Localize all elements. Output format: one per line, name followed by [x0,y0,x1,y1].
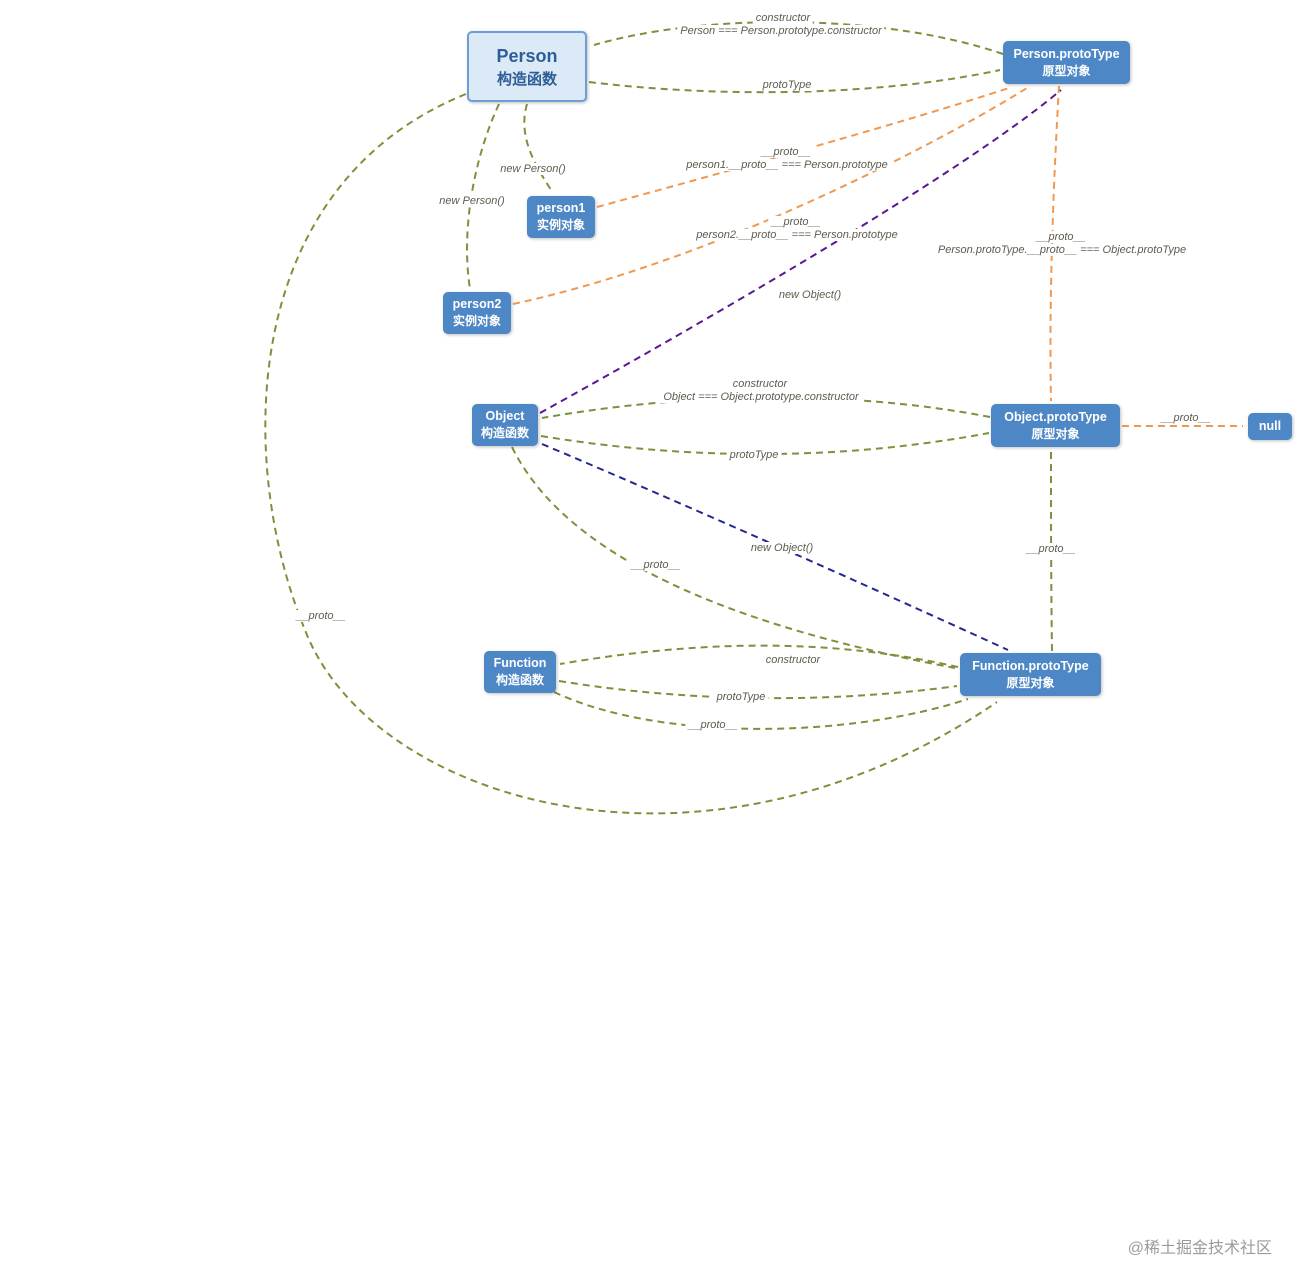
edge-label-proto: __proto__ [293,610,349,622]
edge-label-proto: __proto__ [1033,231,1089,243]
edge-person2-proto [512,87,1028,305]
edge-label-equality: person1.__proto__ === Person.prototype [683,159,891,171]
edge-label-new-person: new Person() [497,163,569,175]
node-person-constructor: Person 构造函数 [467,31,587,102]
edge-label-proto: __proto__ [758,146,814,158]
node-object-constructor: Object 构造函数 [472,404,538,446]
edge-label-new-person: new Person() [436,195,508,207]
edge-label-new-object: new Object() [747,542,817,554]
node-subtitle: 原型对象 [1006,675,1055,690]
node-title: Object.protoType [1004,409,1107,424]
edge-label-prototype: protoType [713,691,769,703]
edge-person-constructor [593,21,1004,55]
node-title: Object [485,409,525,424]
node-person1-instance: person1 实例对象 [527,196,595,238]
edge-function-constructor [559,644,959,668]
node-title: person1 [536,201,586,216]
edge-object-proto [511,446,956,669]
node-title: Person.protoType [1013,46,1120,61]
watermark: @稀土掘金技术社区 [1127,1240,1272,1257]
edge-label-equality: Person === Person.prototype.constructor [677,25,885,37]
node-subtitle: 原型对象 [1031,426,1080,441]
edge-label-constructor: constructor [762,654,824,666]
node-null: null [1248,413,1292,440]
node-object-prototype: Object.protoType 原型对象 [991,404,1120,447]
node-function-constructor: Function 构造函数 [484,651,556,693]
node-title: Function [493,656,547,671]
node-title: Function.protoType [972,658,1089,673]
edge-label-constructor: constructor [729,378,791,390]
edge-label-proto: __proto__ [628,559,684,571]
node-subtitle: 实例对象 [452,314,501,329]
node-title: Person [496,45,558,66]
edge-label-proto: __proto__ [685,719,741,731]
edge-label-equality: person2.__proto__ === Person.prototype [693,229,901,241]
edge-function-proto [553,691,969,730]
node-title: person2 [452,297,502,312]
edge-label-constructor: constructor [752,12,814,24]
node-subtitle: 构造函数 [480,426,529,441]
node-subtitle: 构造函数 [496,70,557,88]
edge-new-person-1 [523,103,554,194]
edge-label-new-object: new Object() [775,289,845,301]
node-title: null [1258,419,1282,434]
edge-label-proto: __proto__ [768,216,824,228]
edge-label-proto: __proto__ [1158,412,1214,424]
edge-person1-proto [596,87,1010,208]
edge-label-prototype: protoType [759,79,815,91]
edge-person-prototype [588,69,1001,94]
node-person2-instance: person2 实例对象 [443,292,511,334]
edge-new-object-to-functionproto [541,443,1009,651]
node-subtitle: 构造函数 [495,673,544,688]
edge-person-proto-outer [264,93,998,815]
edge-label-prototype: protoType [726,449,782,461]
node-function-prototype: Function.protoType 原型对象 [960,653,1101,696]
node-subtitle: 实例对象 [536,218,585,233]
edge-label-proto: __proto__ [1023,543,1079,555]
edge-label-equality: Person.protoType.__proto__ === Object.pr… [934,244,1190,256]
node-person-prototype: Person.protoType 原型对象 [1003,41,1130,84]
node-subtitle: 原型对象 [1042,63,1091,78]
edge-label-equality: Object === Object.prototype.constructor [660,391,862,403]
